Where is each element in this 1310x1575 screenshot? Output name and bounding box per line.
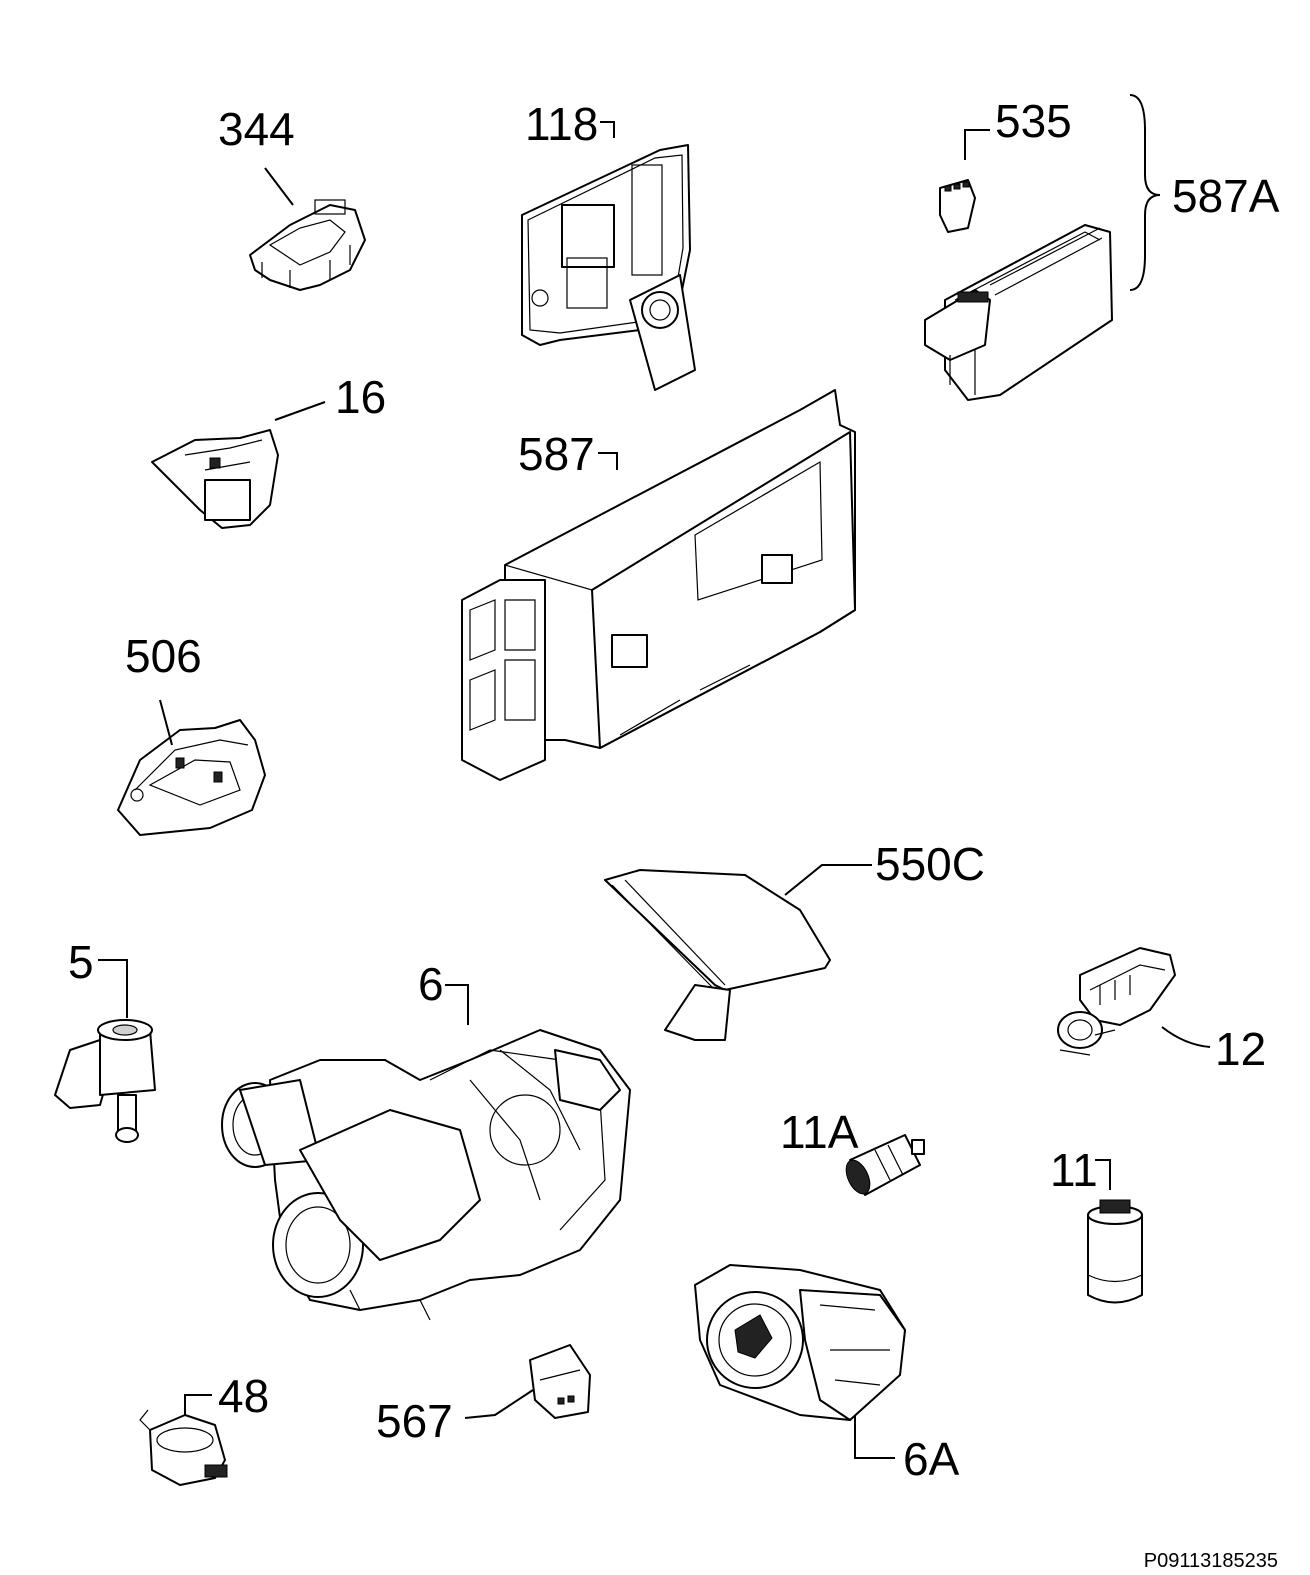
label-550C: 550C <box>875 838 985 890</box>
leader-5 <box>98 959 128 1018</box>
label-48: 48 <box>218 1370 269 1422</box>
label-118: 118 <box>525 98 598 150</box>
label-506: 506 <box>125 630 202 682</box>
leader-344 <box>264 167 294 206</box>
part-12-sensor <box>1057 947 1176 1056</box>
part-5-valve <box>54 1019 156 1143</box>
leader-11 <box>1095 1159 1111 1190</box>
part-587A-electronic-module <box>924 224 1113 401</box>
leader-16 <box>274 401 326 421</box>
label-6A: 6A <box>903 1433 960 1485</box>
leader-550C <box>784 864 872 896</box>
leader-118 <box>600 121 615 138</box>
label-535: 535 <box>995 95 1072 147</box>
label-11A: 11A <box>780 1106 859 1158</box>
label-16: 16 <box>335 371 386 423</box>
brace-587A <box>1129 94 1161 291</box>
part-48-sensor <box>139 1409 228 1486</box>
label-344: 344 <box>218 103 295 155</box>
part-11A-cylinder <box>845 1134 925 1196</box>
leader-6 <box>445 984 469 1025</box>
part-550C-cover <box>604 869 831 1041</box>
leader-6A <box>854 1415 895 1459</box>
leader-12 <box>1161 1026 1211 1048</box>
part-6-circulation-pump <box>221 1029 631 1321</box>
part-11-filter-cartridge <box>1087 1199 1143 1304</box>
label-587: 587 <box>518 428 595 480</box>
label-11: 11 <box>1050 1144 1098 1196</box>
reference-code: P09113185235 <box>1144 1550 1278 1572</box>
part-567-connector <box>529 1344 591 1419</box>
part-535-connector <box>939 179 976 233</box>
part-587-main-control-box <box>461 389 856 781</box>
label-5: 5 <box>68 936 94 988</box>
leader-535 <box>964 129 990 160</box>
part-344-door-lock <box>249 199 366 291</box>
part-16-component <box>151 429 279 529</box>
leader-587 <box>598 452 618 470</box>
part-506-component <box>117 719 266 836</box>
part-6A-drain-pump <box>694 1264 906 1421</box>
label-567: 567 <box>376 1395 453 1447</box>
label-587A: 587A <box>1172 170 1280 222</box>
leader-48 <box>184 1394 212 1415</box>
part-118-control-panel <box>521 144 696 391</box>
leader-506 <box>159 699 173 746</box>
label-6: 6 <box>418 958 444 1010</box>
label-12: 12 <box>1215 1023 1266 1075</box>
leader-567 <box>464 1389 534 1419</box>
